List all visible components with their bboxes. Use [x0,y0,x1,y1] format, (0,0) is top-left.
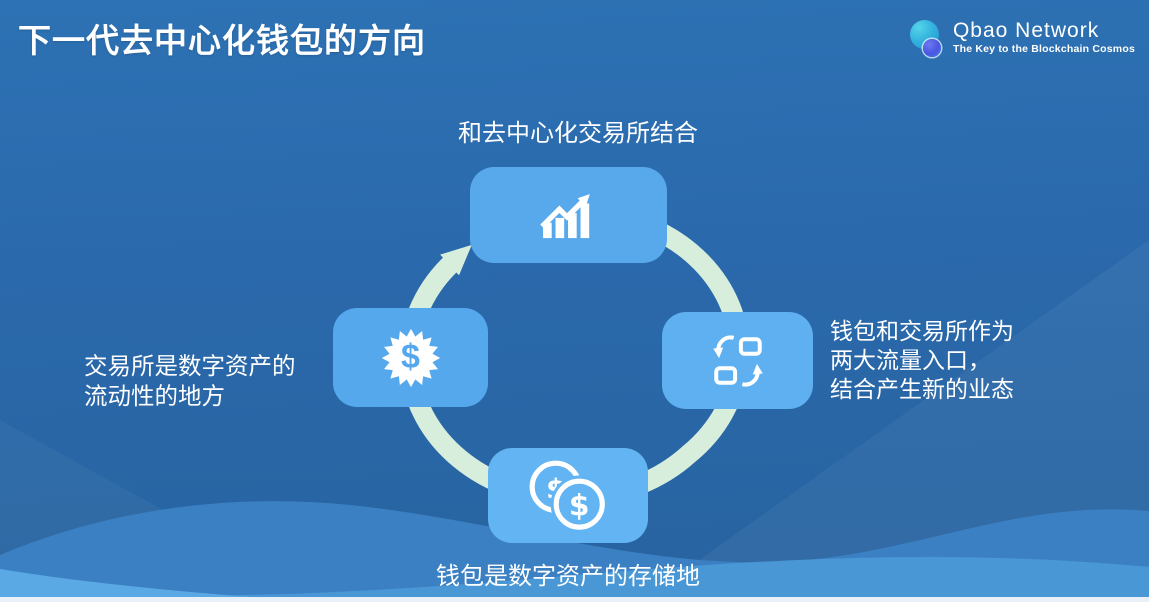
label-right-traffic-entrances: 钱包和交易所作为 两大流量入口， 结合产生新的业态 [830,317,1014,404]
qbao-network-logo: Qbao Network The Key to the Blockchain C… [909,17,1135,57]
label-line: 两大流量入口， [830,347,991,373]
label-line: 交易所是数字资产的 [84,353,296,379]
node-coins-storage: $ $ [488,448,648,543]
node-dollar-gear: $ [333,308,488,407]
label-line: 结合产生新的业态 [830,376,1014,402]
slide-title: 下一代去中心化钱包的方向 [18,22,426,59]
dollar-sign: $ [401,338,420,376]
label-left-exchange-liquidity: 交易所是数字资产的 流动性的地方 [84,351,296,411]
label-top-decentralized-exchange: 和去中心化交易所结合 [458,120,698,147]
svg-text:$: $ [569,488,590,523]
dollar-gear-icon [381,328,440,387]
logo-name: Qbao Network [952,18,1100,42]
node-growth-chart [470,167,667,263]
qbao-logo-icon [909,17,945,57]
swap-exchange-icon [712,334,763,387]
node-swap-exchange [662,312,813,409]
label-line: 钱包和交易所作为 [830,318,1014,344]
bar-chart-growth-icon [539,194,590,239]
label-line: 流动性的地方 [84,383,225,409]
logo-tagline: The Key to the Blockchain Cosmos [952,42,1135,55]
label-bottom-wallet-storage: 钱包是数字资产的存储地 [436,563,700,590]
dollar-coins-icon: $ $ [529,460,608,533]
